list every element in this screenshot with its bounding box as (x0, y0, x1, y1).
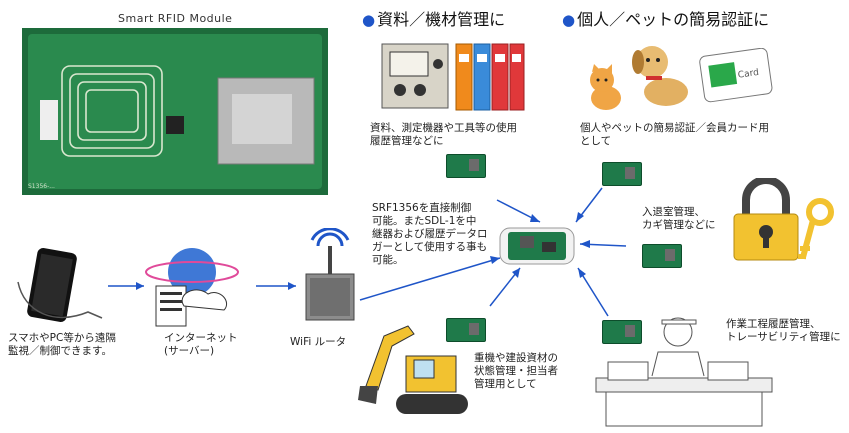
caption-materials: 資料、測定機器や工具等の使用 履歴管理などに (370, 122, 517, 147)
bullet-icon: ● (362, 11, 376, 29)
caption-process: 作業工程履歴管理、 トレーサビリティ管理に (726, 318, 841, 343)
rfid-board-icon (446, 318, 486, 342)
module-title: Smart RFID Module (118, 12, 233, 25)
heading-materials: ●資料／機材管理に (362, 10, 505, 30)
padlock-icon (733, 178, 799, 261)
caption-center: SRF1356を直接制御 可能。またSDL-1を中 継器および履歴データロ ガー… (372, 202, 488, 266)
worker-icon (595, 317, 773, 427)
cat-icon (590, 64, 621, 110)
heading-materials-label: 資料／機材管理に (377, 10, 506, 29)
binders-icon (455, 43, 525, 111)
smartphone-icon (17, 248, 103, 322)
key-icon (798, 198, 834, 260)
heading-personal: ●個人／ペットの簡易認証に (562, 10, 769, 30)
caption-wifi: WiFi ルータ (290, 336, 347, 348)
globe-server-icon (145, 248, 239, 327)
svg-text:Card: Card (737, 68, 759, 81)
measuring-instrument-icon (381, 43, 449, 109)
caption-entry: 入退室管理、 カギ管理などに (642, 206, 716, 231)
rfid-board-icon (602, 162, 642, 186)
rfid-board-icon (446, 154, 486, 178)
heading-personal-label: 個人／ペットの簡易認証に (577, 10, 770, 29)
bullet-icon: ● (562, 11, 576, 29)
rfid-board-icon (642, 244, 682, 268)
caption-personal: 個人やペットの簡易認証／会員カード用 として (580, 122, 769, 147)
caption-smartphone: スマホやPC等から遠隔 監視／制御できます。 (8, 332, 116, 357)
excavator-icon (358, 325, 468, 414)
svg-text:S1356-...: S1356-... (28, 183, 55, 190)
member-card-icon: Card (699, 48, 773, 103)
sdl-controller-icon (499, 227, 575, 265)
rfid-module-photo: S1356-... (22, 28, 328, 195)
wifi-router-icon (305, 228, 355, 321)
rfid-board-icon (602, 320, 642, 344)
dog-icon (632, 46, 688, 106)
caption-internet: インターネット (サーバー) (164, 332, 238, 357)
caption-machinery: 重機や建設資材の 状態管理・担当者 管理用として (474, 352, 558, 390)
